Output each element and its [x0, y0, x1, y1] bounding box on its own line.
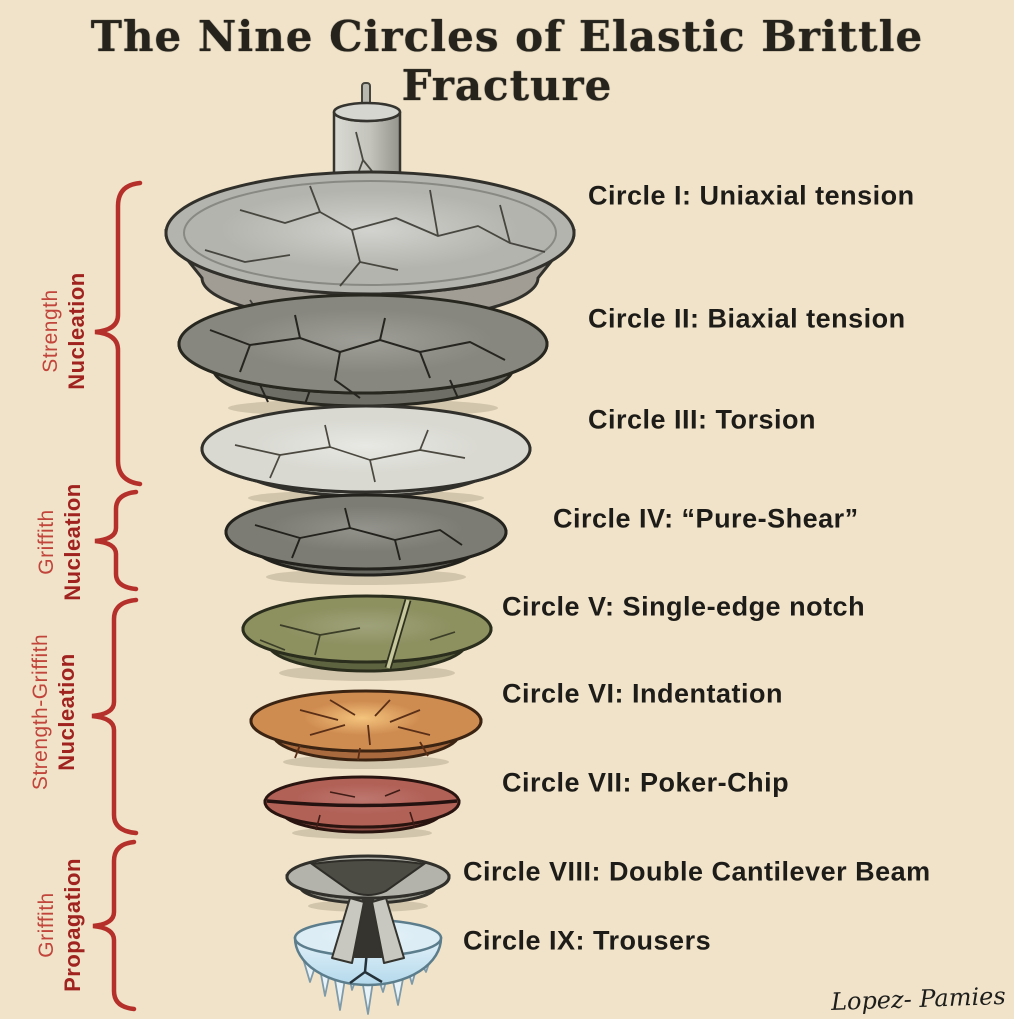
circle-4-cracks	[254, 507, 463, 561]
circle-2-disc	[177, 293, 549, 417]
circle-7-disc	[263, 775, 461, 839]
circle-1-cracks	[204, 185, 546, 321]
bracket-group	[91, 180, 143, 1012]
circle-7-cracks	[315, 789, 416, 831]
circle-7-split-crack	[266, 799, 458, 808]
circle-1-label: Circle I: Uniaxial tension	[588, 180, 915, 211]
bracket-2	[94, 489, 139, 592]
bracket-1-line1: Strength	[39, 289, 62, 373]
circle-5-cracks	[259, 624, 456, 656]
bracket-2-label: Griffith Nucleation	[34, 483, 86, 600]
circle-3-cracks	[234, 424, 466, 483]
circle-5-label: Circle V: Single-edge notch	[502, 591, 866, 622]
bracket-3-label: Strength-Griffith Nucleation	[28, 634, 80, 790]
bracket-3	[91, 597, 139, 836]
circle-6-label: Circle VI: Indentation	[502, 678, 784, 709]
bracket-4-line1: Griffith	[35, 892, 58, 958]
circle-2-cracks	[209, 314, 506, 405]
circle-7-label: Circle VII: Poker-Chip	[502, 767, 790, 798]
bracket-4	[92, 839, 137, 1012]
circle-8-label: Circle VIII: Double Cantilever Beam	[463, 856, 931, 887]
bracket-1-line2: Nucleation	[64, 272, 89, 390]
circle-8-disc	[285, 854, 451, 912]
bracket-4-line2: Propagation	[60, 858, 85, 992]
cantilever-legs	[331, 897, 405, 964]
circle-4-disc	[224, 493, 508, 585]
funnel-notch	[309, 859, 427, 896]
circle-6-cracks	[294, 699, 431, 761]
bracket-3-line1: Strength-Griffith	[29, 633, 52, 791]
circle-5-notch	[384, 599, 412, 669]
circle-5-disc	[241, 594, 493, 681]
bracket-2-line1: Griffith	[35, 509, 58, 575]
circle-6-disc	[249, 689, 483, 769]
bracket-3-line2: Nucleation	[54, 653, 79, 771]
page-title: The Nine Circles of Elastic Brittle Frac…	[90, 12, 924, 110]
bracket-1	[94, 180, 143, 487]
bracket-1-label: Strength Nucleation	[38, 272, 90, 389]
bracket-2-line2: Nucleation	[60, 483, 85, 601]
circle-2-label: Circle II: Biaxial tension	[588, 303, 906, 334]
circle-3-label: Circle III: Torsion	[588, 404, 817, 435]
circle-3-disc	[200, 404, 532, 506]
circle-9-label: Circle IX: Trousers	[463, 925, 712, 956]
circle-4-label: Circle IV: “Pure-Shear”	[553, 503, 859, 534]
bracket-4-label: Griffith Propagation	[34, 858, 86, 992]
